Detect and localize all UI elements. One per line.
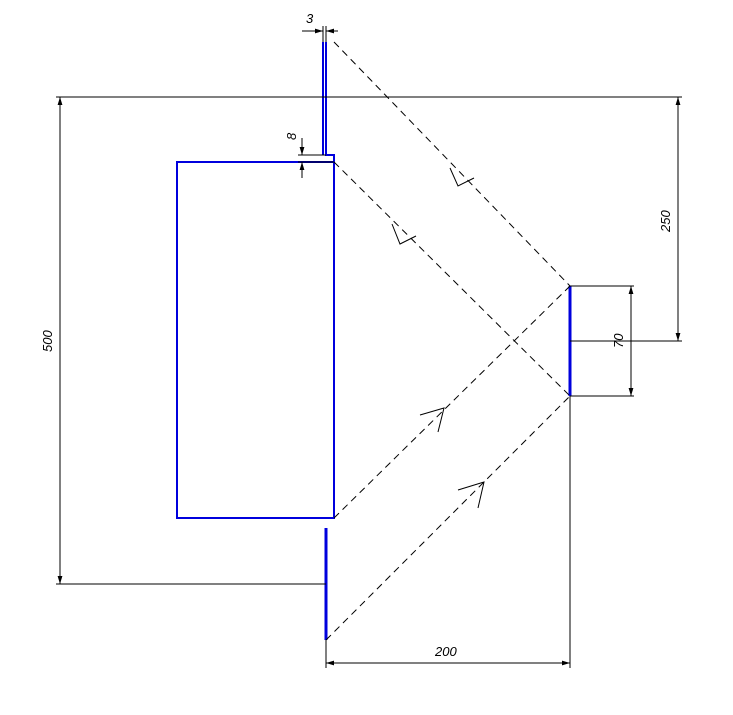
dim-label-half: 250	[658, 210, 673, 233]
ray-lower-outer	[325, 395, 571, 641]
dim-label-total: 500	[40, 330, 55, 352]
dim-label-offset: 8	[284, 132, 299, 140]
dim-label-source: 70	[611, 333, 626, 348]
ray-arrow-3	[419, 407, 445, 433]
ray-lower-inner	[333, 285, 571, 519]
ray-arrow-1	[449, 167, 475, 187]
dim-label-gap: 3	[306, 11, 314, 26]
ray-upper-inner	[333, 161, 571, 397]
upper-bracket	[325, 42, 335, 162]
ray-arrow-4	[457, 481, 485, 509]
dim-label-distance: 200	[434, 644, 457, 659]
ray-upper-outer	[333, 41, 571, 287]
object-rectangle	[176, 161, 335, 519]
ray-arrow-2	[391, 223, 417, 245]
